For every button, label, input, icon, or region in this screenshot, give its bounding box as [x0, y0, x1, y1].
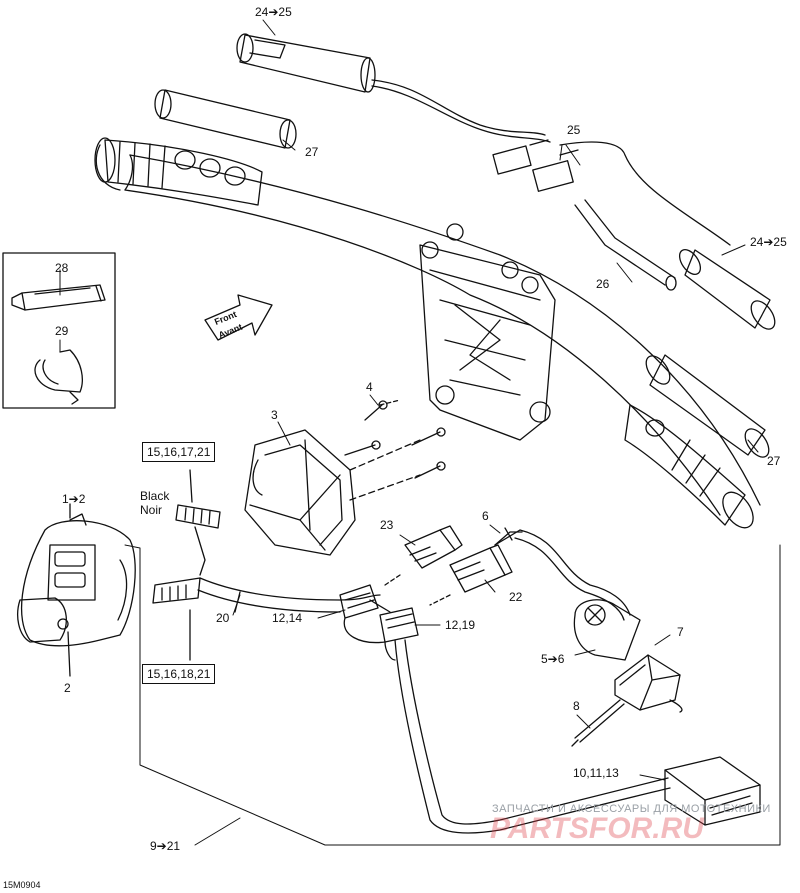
handlebar-riser — [419, 223, 556, 441]
callout-20: 20 — [216, 611, 230, 625]
callout-28: 28 — [55, 261, 69, 275]
connector-23 — [384, 525, 463, 586]
left-grip — [94, 137, 263, 206]
callout-3: 3 — [271, 408, 278, 422]
inset-box — [2, 252, 116, 409]
callout-22: 22 — [509, 590, 523, 604]
connector-pair-25 — [492, 139, 579, 192]
callout-27-right: 27 — [767, 454, 781, 468]
tie-wrap-29 — [34, 349, 83, 405]
watermark-line2: PARTSFOR.RU — [490, 812, 704, 845]
wiring-harness-20 — [197, 529, 671, 834]
right-grip — [624, 404, 754, 529]
callout-23: 23 — [380, 518, 394, 532]
pin-8 — [571, 699, 625, 747]
box-callout-bottom: 15,16,18,21 — [142, 664, 216, 684]
callout-10-11-13: 10,11,13 — [573, 766, 619, 780]
callout-5-6: 5➔6 — [541, 652, 565, 666]
black-connector — [152, 469, 221, 661]
module-10-11-13 — [664, 756, 761, 826]
connector-color-fr: Noir — [140, 503, 163, 517]
figure-code: 15M0904 — [3, 880, 41, 890]
watermark-line1: ЗАПЧАСТИ И АКСЕССУАРЫ ДЛЯ МОТОТЕХНИКИ — [492, 803, 771, 815]
box-callout-top: 15,16,17,21 — [142, 442, 216, 462]
callout-6: 6 — [482, 509, 489, 523]
switch-5-6 — [573, 599, 641, 661]
callout-26: 26 — [596, 277, 610, 291]
front-arrow — [204, 294, 273, 341]
callout-7: 7 — [677, 625, 684, 639]
part-7 — [614, 654, 683, 713]
grip-sleeve-right — [645, 354, 770, 458]
callout-24-25-top: 24➔25 — [255, 5, 292, 19]
heated-grip-element-left — [236, 33, 376, 93]
connector-22 — [429, 529, 521, 606]
callout-25: 25 — [567, 123, 581, 137]
leader-lines — [59, 19, 781, 846]
callout-27-top: 27 — [305, 145, 319, 159]
housing-3 — [244, 429, 421, 556]
callout-4: 4 — [366, 380, 373, 394]
callout-29: 29 — [55, 324, 69, 338]
callout-12-14: 12,14 — [272, 611, 303, 625]
callout-9-21: 9➔21 — [150, 839, 181, 853]
connector-color-en: Black — [140, 489, 170, 503]
handlebar-tube — [95, 144, 761, 516]
screws-4 — [344, 399, 446, 479]
callout-12-19: 12,19 — [445, 618, 476, 632]
hand-control-switch — [17, 503, 136, 677]
bar-26 — [574, 199, 677, 291]
callout-1-2: 1➔2 — [62, 492, 86, 506]
callout-2: 2 — [64, 681, 71, 695]
grip-sleeve-left — [154, 89, 297, 149]
callout-8: 8 — [573, 699, 580, 713]
callout-24-25-right: 24➔25 — [750, 235, 787, 249]
sealant-tube-28 — [11, 284, 106, 311]
heated-grip-element-right — [678, 248, 776, 330]
